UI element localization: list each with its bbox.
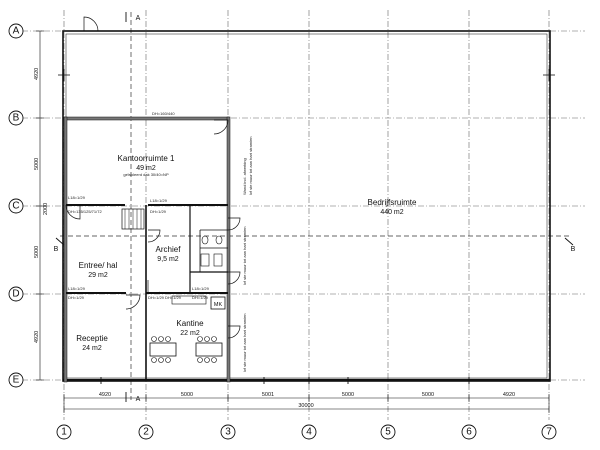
section-marker-a-bottom: A xyxy=(125,392,141,403)
room-kantoor-note: geïsoleerd dak 30/40=NP xyxy=(123,172,169,177)
svg-text:1: 1 xyxy=(61,427,67,438)
mk-label: MK xyxy=(214,302,223,308)
col-dim-2: 5000 xyxy=(181,392,193,398)
svg-text:A: A xyxy=(136,396,141,403)
col-bubble-4: 4 xyxy=(301,424,317,440)
door-bedrijf-3 xyxy=(227,325,241,339)
col-dim-3: 5001 xyxy=(262,392,274,398)
row-dim-4: 4920 xyxy=(34,331,40,343)
col-dim-4: 5000 xyxy=(342,392,354,398)
doors xyxy=(65,16,241,339)
room-kantoor-area: 49 m2 xyxy=(136,165,156,172)
section-marker-b-right: B xyxy=(564,237,576,253)
row-dim-1: 4920 xyxy=(34,68,40,80)
svg-text:4: 4 xyxy=(306,427,312,438)
kitchen-counter xyxy=(171,295,207,305)
sanitary-fixtures xyxy=(200,235,223,267)
col-bubble-7: 7 xyxy=(541,424,557,440)
row-bubble-d: D xyxy=(8,286,24,302)
svg-text:B: B xyxy=(13,113,20,124)
mk-cabinet: MK xyxy=(210,296,226,310)
col-dim-1: 4920 xyxy=(99,392,111,398)
column-markers xyxy=(58,69,555,384)
door-receptie xyxy=(125,294,141,310)
row-dim-extra: 2000 xyxy=(43,203,49,215)
row-dim-2: 5000 xyxy=(34,158,40,170)
tag-7: DH=1/29 DH=1/29 xyxy=(148,295,182,300)
row-dim-3: 5000 xyxy=(34,246,40,258)
svg-text:A: A xyxy=(13,26,20,37)
col-bubble-6: 6 xyxy=(461,424,477,440)
svg-text:A: A xyxy=(136,15,141,22)
tag-4: DH=1/29 xyxy=(150,209,167,214)
col-dim-6: 4920 xyxy=(503,392,515,398)
col-bubble-1: 1 xyxy=(56,424,72,440)
door-entree xyxy=(65,204,81,220)
room-bedrijf-area: 440 m2 xyxy=(380,209,403,216)
room-kantine-area: 22 m2 xyxy=(180,330,200,337)
tag-2: DH=135/125/71/72 xyxy=(68,209,102,214)
col-bubble-5: 5 xyxy=(380,424,396,440)
room-kantoor-name: Kantoorruimte 1 xyxy=(118,154,175,163)
room-archief-name: Archief xyxy=(156,245,182,254)
dimension-line-left: 4920 5000 5000 4920 2000 xyxy=(34,30,49,381)
svg-text:3: 3 xyxy=(225,427,231,438)
door-bedrijf-2 xyxy=(227,271,241,285)
svg-text:7: 7 xyxy=(546,427,552,438)
total-width-dim: 30000 xyxy=(298,403,313,409)
row-bubble-b: B xyxy=(8,110,24,126)
door-archief xyxy=(147,229,161,243)
room-receptie-area: 24 m2 xyxy=(82,345,102,352)
row-bubbles: A B C D E xyxy=(8,23,24,388)
tag-6: DH=1/29 xyxy=(68,295,85,300)
col-bubble-3: 3 xyxy=(220,424,236,440)
tag-5: L18=1/29 xyxy=(68,286,86,291)
room-bedrijf-name: Bedrijfsruimte xyxy=(368,198,417,207)
col-dim-5: 5000 xyxy=(422,392,434,398)
svg-text:2: 2 xyxy=(143,427,149,438)
tag-8: L18=1/29 xyxy=(192,286,210,291)
column-bubbles: 1 2 3 4 5 6 7 xyxy=(56,424,557,440)
room-archief-area: 9,5 m2 xyxy=(157,256,179,263)
tag-1: L18=1/29 xyxy=(68,195,86,200)
row-bubble-c: C xyxy=(8,198,24,214)
svg-text:B: B xyxy=(54,246,59,253)
wall-note-2: lvf ste muur tot aan hart stramien xyxy=(248,137,253,195)
section-marker-b-left: B xyxy=(54,237,65,253)
section-marker-a-top: A xyxy=(125,12,141,22)
room-entree-name: Entree/ hal xyxy=(79,261,118,270)
tag-10: DH=160/440 xyxy=(152,111,175,116)
door-kantoor xyxy=(213,119,229,135)
room-entree-area: 29 m2 xyxy=(88,272,108,279)
svg-text:5: 5 xyxy=(385,427,391,438)
room-kantine-name: Kantine xyxy=(176,319,204,328)
room-receptie-name: Receptie xyxy=(76,334,108,343)
tag-9: DH=1/29 xyxy=(192,295,209,300)
tag-3: L18=1/29 xyxy=(150,198,168,203)
svg-text:B: B xyxy=(571,246,576,253)
door-bedrijf-1 xyxy=(227,217,241,231)
svg-text:6: 6 xyxy=(466,427,472,438)
office-walls xyxy=(63,116,231,383)
dimension-line-bottom: 4920 5000 5001 5000 5000 4920 30000 xyxy=(63,392,550,413)
door-kantine xyxy=(147,280,161,294)
row-bubble-a: A xyxy=(8,23,24,39)
col-bubble-2: 2 xyxy=(138,424,154,440)
svg-text:C: C xyxy=(12,201,19,212)
wall-note-4: lvf ste muur tot aan hart stramien xyxy=(242,314,247,372)
svg-text:E: E xyxy=(13,375,20,386)
stair xyxy=(121,208,145,230)
kantine-tables xyxy=(149,336,223,363)
wall-note-1: Wand incl. afwerking xyxy=(242,158,247,195)
svg-text:D: D xyxy=(12,289,19,300)
door-main xyxy=(83,16,99,32)
wall-note-3: lvf ste muur tot aan hart stramien xyxy=(242,227,247,285)
row-bubble-e: E xyxy=(8,372,24,388)
